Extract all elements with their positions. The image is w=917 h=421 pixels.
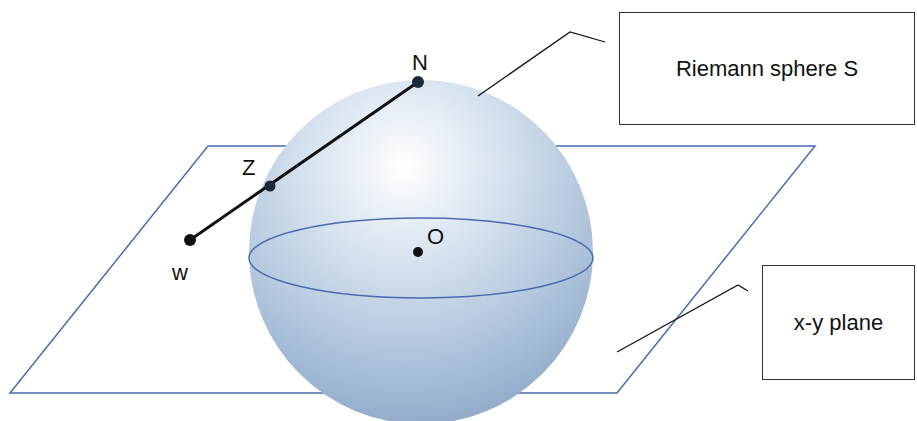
point-label: O — [427, 226, 444, 248]
point-o — [413, 247, 423, 257]
callout-text: Riemann sphere S — [676, 56, 858, 82]
projection-line — [190, 82, 418, 240]
point-n — [412, 76, 424, 88]
point-label: N — [412, 52, 428, 74]
point-w — [184, 234, 196, 246]
callout-box: x-y plane — [762, 265, 915, 380]
leader-line — [478, 32, 605, 96]
callout-box: Riemann sphere S — [619, 12, 915, 125]
sphere — [249, 80, 593, 421]
point-label: w — [172, 262, 188, 284]
leader-line — [617, 285, 748, 352]
point-z — [265, 181, 276, 192]
equator — [249, 218, 593, 298]
callout-text: x-y plane — [794, 310, 883, 336]
point-label: Z — [242, 157, 255, 179]
